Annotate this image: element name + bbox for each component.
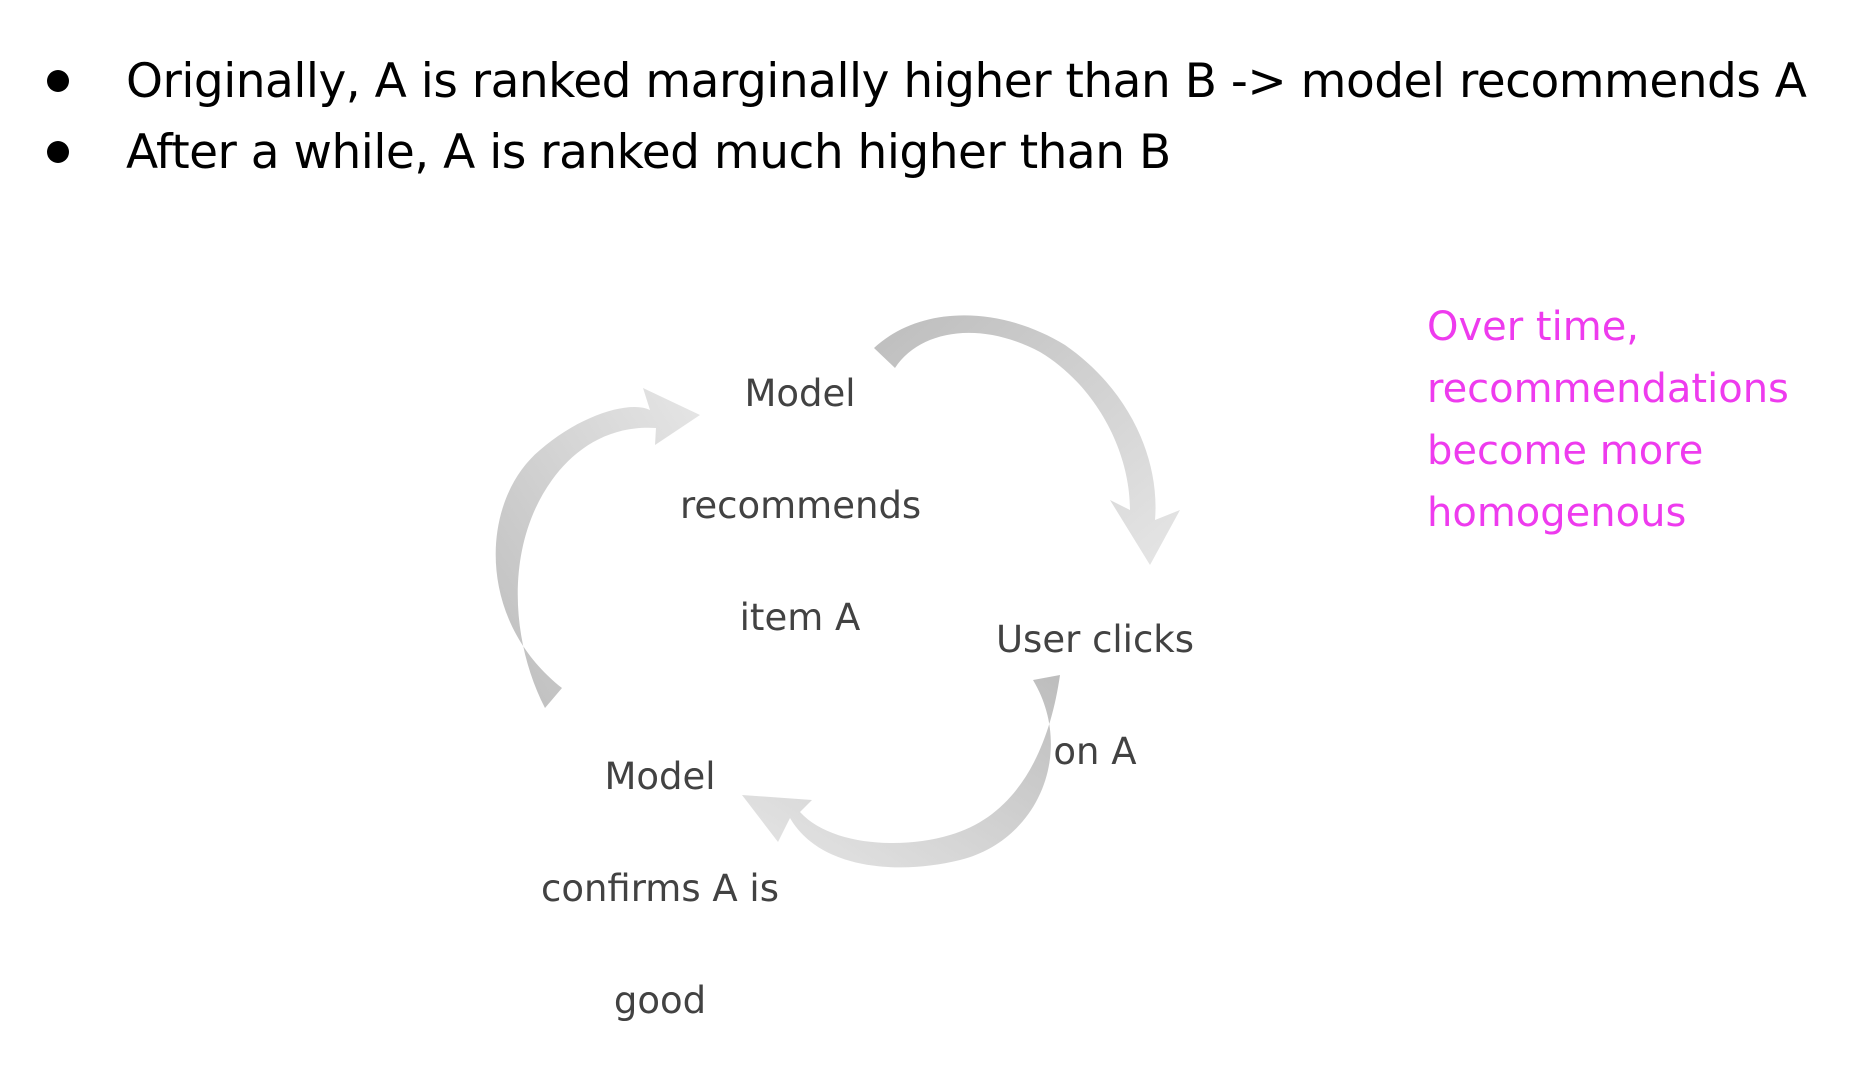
node-line: Model: [604, 755, 716, 798]
bullet-text: After a while, A is ranked much higher t…: [126, 125, 1171, 180]
homogeneity-note: Over time, recommendations become more h…: [1427, 296, 1789, 544]
bullet-dot: [47, 70, 69, 92]
bullet-text: Originally, A is ranked marginally highe…: [126, 54, 1807, 109]
bullet-item: After a while, A is ranked much higher t…: [0, 118, 1862, 188]
arrow-recommend-to-click: [874, 315, 1180, 565]
cycle-arrows: [495, 315, 1180, 868]
node-line: good: [613, 979, 707, 1022]
note-line: become more: [1427, 428, 1704, 474]
bullet-item: Originally, A is ranked marginally highe…: [0, 47, 1862, 117]
node-model-recommends: Model recommends item A: [680, 310, 922, 702]
node-line: User clicks: [995, 618, 1195, 661]
node-user-clicks: User clicks on A: [985, 556, 1205, 836]
note-line: recommendations: [1427, 366, 1789, 412]
node-line: confirms A is: [540, 867, 779, 910]
node-line: recommends: [680, 484, 922, 527]
feedback-loop-diagram: Model recommends item A User clicks on A…: [495, 296, 1789, 1022]
node-line: Model: [744, 372, 856, 415]
bullet-dot: [47, 141, 69, 163]
note-line: homogenous: [1427, 490, 1687, 536]
arrow-confirm-to-recommend: [495, 388, 700, 708]
node-line: item A: [739, 596, 861, 639]
node-model-confirms: Model confirms A is good: [530, 693, 790, 1085]
note-line: Over time,: [1427, 304, 1640, 350]
node-line: on A: [1053, 730, 1137, 773]
